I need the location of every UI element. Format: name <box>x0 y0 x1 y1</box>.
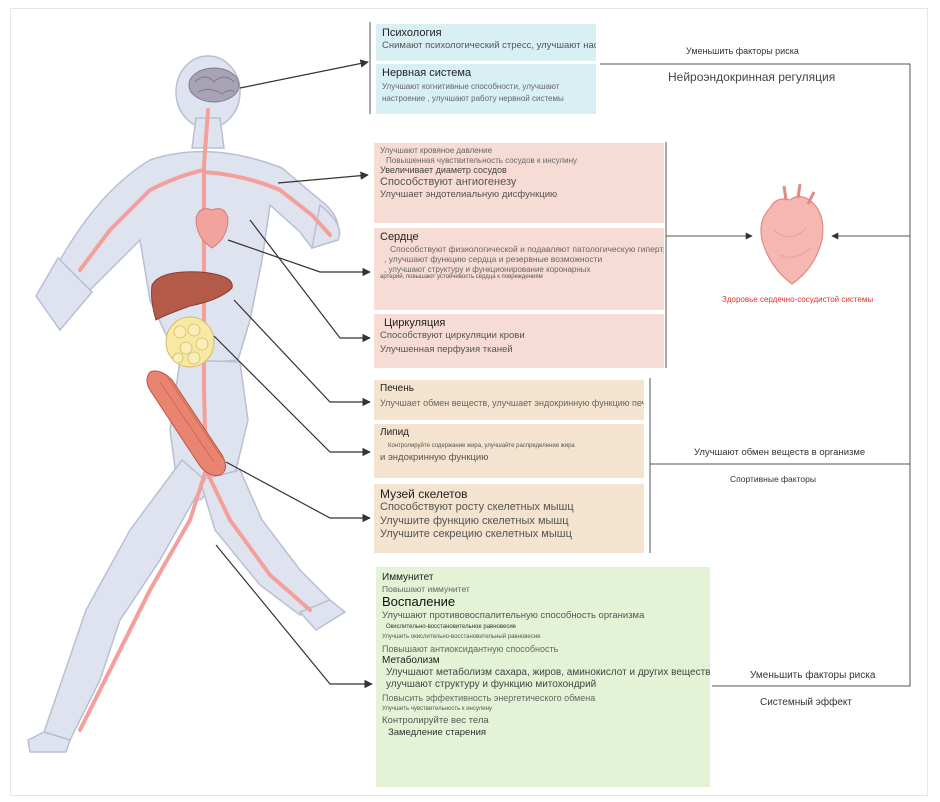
liver-title: Печень <box>380 383 414 394</box>
brain-icon <box>188 67 240 103</box>
nervous-system-line-1: Улучшают когнитивные способности, улучша… <box>382 82 560 92</box>
immune-line-1: Повышают иммунитет <box>382 584 470 594</box>
psychology-box: Психология Снимают психологический стрес… <box>376 24 596 61</box>
flow-lines <box>600 63 911 687</box>
vessels-line-2: Повышенная чувствительность сосудов к ин… <box>386 155 577 165</box>
metabolism-body-label: Улучшают обмен веществ в организме <box>694 447 866 458</box>
muscle-line-3: Улучшите секрецию скелетных мышц <box>380 527 572 540</box>
healthy-heart-icon <box>760 183 824 285</box>
inflammation-line-1: Улучшают противовоспалительную способнос… <box>382 609 645 621</box>
reduce-risk-bottom-label: Уменьшить факторы риска <box>750 670 876 681</box>
nervous-system-line-2: настроение , улучшают работу нервной сис… <box>382 93 564 103</box>
lipid-line-1: Контролируйте содержание жира, улучшайте… <box>388 443 575 449</box>
organ-arrows <box>213 59 373 689</box>
redox-line-1-text: Окислительно-восстановительное равновеси… <box>386 624 517 631</box>
human-figure <box>27 55 347 753</box>
heart-line-4: артерий, повышают устойчивость сердца к … <box>380 274 543 281</box>
redox-line-2: Улучшить окислительно-восстановительный … <box>382 634 541 641</box>
liver-box: Печень Улучшает обмен веществ, улучшает … <box>374 380 644 420</box>
metabolism-line-1: Улучшают метаболизм сахара, жиров, амино… <box>386 667 710 679</box>
psychology-title: Психология <box>382 27 442 39</box>
bracket-lines <box>369 22 667 553</box>
vessels-line-1: Улучшают кровяное давление <box>380 146 493 155</box>
heart-line-2: , улучшают функцию сердца и резервные во… <box>384 254 603 265</box>
diagram-frame <box>10 8 928 796</box>
circulation-title: Циркуляция <box>384 317 446 329</box>
metabolism-title: Метаболизм <box>382 655 440 667</box>
redox-line-1: Окислительно-восстановительное равновеси… <box>382 624 704 631</box>
muscle-line-1: Способствуют росту скелетных мышц <box>380 501 574 514</box>
liver-icon <box>151 271 233 321</box>
vessels-line-5: Улучшает эндотелиальную дисфункцию <box>380 189 558 201</box>
antioxidant-line: Повышают антиоксидантную способность <box>382 643 559 654</box>
liver-line-1: Улучшает обмен веществ, улучшает эндокри… <box>380 398 644 408</box>
healthy-cv-label: Здоровье сердечно-сосудистой системы <box>722 295 874 304</box>
muscle-title: Музей скелетов <box>380 487 468 501</box>
reduce-risk-top-label: Уменьшить факторы риска <box>686 46 799 56</box>
heart-title: Сердце <box>380 231 419 243</box>
fat-tissue-icon <box>165 316 215 368</box>
skeletal-muscle-icon <box>146 370 226 477</box>
metabolism-line-4: Улучшить чувствительность к инсулину <box>382 706 492 713</box>
nervous-system-title: Нервная система <box>382 67 472 79</box>
vessels-line-4: Способствуют ангиогенезу <box>380 175 517 188</box>
circulation-line-1: Способствуют циркуляции крови <box>380 330 525 342</box>
immune-metabolism-box: Иммунитет Повышают иммунитет Воспаление … <box>376 567 710 787</box>
vessels-line-3: Увеличивает диаметр сосудов <box>380 165 507 176</box>
metabolism-line-6: Замедление старения <box>388 726 487 738</box>
vessels-box: Улучшают кровяное давление Повышенная чу… <box>374 143 664 223</box>
lipid-line-2: и эндокринную функцию <box>380 452 489 464</box>
heart-box: Сердце Способствуют физиологической и по… <box>374 228 664 310</box>
circulation-line-2: Улучшенная перфузия тканей <box>380 343 513 355</box>
heart-line-3: , улучшают структуру и функционирование … <box>384 264 591 274</box>
heart-line-1: Способствуют физиологической и подавляют… <box>390 244 664 255</box>
lipid-title: Липид <box>380 427 409 438</box>
nervous-system-box: Нервная система Улучшают когнитивные спо… <box>376 64 596 114</box>
circulation-box: Циркуляция Способствуют циркуляции крови… <box>374 314 664 368</box>
skeletal-muscle-box: Музей скелетов Способствуют росту скелет… <box>374 484 644 553</box>
inflammation-title: Воспаление <box>382 594 456 610</box>
metabolism-line-3: Повысить эффективность энергетического о… <box>382 693 596 704</box>
immune-title: Иммунитет <box>382 572 434 583</box>
metabolism-line-5: Контролируйте вес тела <box>382 715 489 727</box>
neuroendocrine-label: Нейроэндокринная регуляция <box>668 70 836 84</box>
heart-organ-icon <box>195 208 229 249</box>
metabolism-line-2: улучшают структуру и функцию митохондрий <box>386 679 597 691</box>
psychology-line-1: Снимают психологический стресс, улучшают… <box>382 40 596 52</box>
muscle-line-2: Улучшите функцию скелетных мышц <box>380 514 569 527</box>
sport-factors-label: Спортивные факторы <box>730 474 816 484</box>
systemic-effect-label: Системный эффект <box>760 697 852 708</box>
lipid-box: Липид Контролируйте содержание жира, улу… <box>374 424 644 478</box>
